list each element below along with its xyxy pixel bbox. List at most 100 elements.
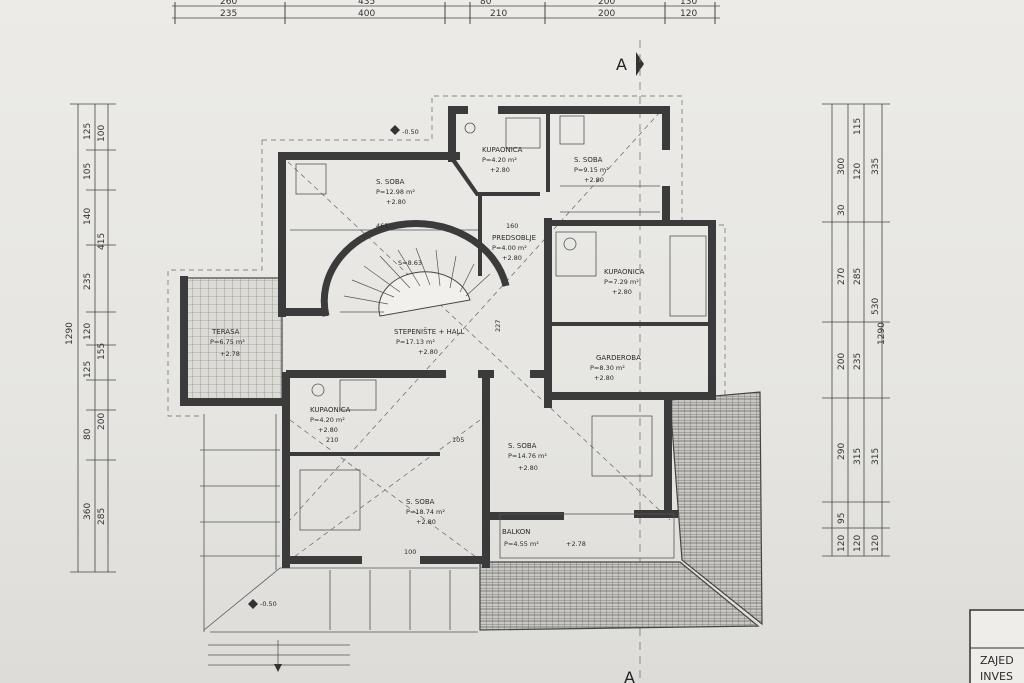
dim-top-1: 260 [220, 0, 237, 7]
dim-left-5: 120 [83, 323, 93, 340]
dim-top-2: 435 [358, 0, 375, 7]
dim-top-9: 200 [598, 9, 615, 19]
room-height: +2.80 [518, 464, 538, 472]
dim-left-12: 200 [97, 413, 107, 430]
dim-right-9: 120 [853, 163, 863, 180]
roof-ridges [287, 111, 671, 561]
dim-top-6: 235 [220, 9, 237, 19]
level-marks: -0.50 -0.50 [248, 125, 419, 609]
walls [180, 106, 716, 568]
top-dimension-lines: 260 435 80 200 130 235 400 210 200 120 [172, 0, 720, 24]
interior-dimensions: 465 160 227 105 100 210 [326, 222, 518, 556]
room-height: +2.80 [416, 518, 436, 526]
dim-top-3: 80 [480, 0, 492, 7]
room-garderoba: GARDEROBA P=8.30 m² +2.80 [590, 354, 641, 382]
room-height: +2.80 [612, 288, 632, 296]
dim-right-8: 115 [853, 118, 863, 135]
room-name: S. SOBA [508, 442, 537, 450]
section-label-bottom: A [624, 668, 635, 683]
room-hall: STEPENIŠTE + HALL P=17.13 m² +2.80 [394, 327, 464, 356]
dim-left-13: 285 [97, 508, 107, 525]
dim-left-11: 155 [97, 343, 107, 360]
dim-top-4: 200 [598, 0, 615, 7]
dim-left-9: 100 [97, 125, 107, 142]
room-name: STEPENIŠTE + HALL [394, 327, 464, 336]
dim-right-7: 120 [837, 535, 847, 552]
level-mark-bottom: -0.50 [260, 600, 277, 608]
dim-int-3: 227 [494, 320, 502, 332]
dim-right-5: 290 [837, 443, 847, 460]
dim-right-total: 1290 [877, 322, 887, 345]
roof-tiles [479, 391, 763, 631]
room-predsoblje: PREDSOBLJE P=4.00 m² +2.80 [492, 234, 536, 262]
room-name: TERASA [211, 328, 240, 336]
dim-int-2: 160 [506, 222, 518, 230]
dim-left-8: 360 [83, 503, 93, 520]
dim-int-1: 465 [376, 222, 388, 230]
room-height: +2.78 [220, 350, 240, 358]
room-name: KUPAONICA [604, 268, 645, 276]
title-block: ZAJED INVES [969, 609, 1024, 683]
stair-label: S=8.63 [398, 259, 422, 267]
room-kupaonica-right: KUPAONICA P=7.29 m² +2.80 [604, 268, 645, 296]
room-soba-top-left: S. SOBA P=12.98 m² +2.80 [376, 178, 415, 206]
right-dimension-lines: 300 30 270 200 290 95 120 115 120 285 23… [822, 103, 890, 557]
room-kupaonica-left: KUPAONICA P=4.20 m² +2.80 [310, 406, 351, 434]
room-area: P=9.15 m² [574, 166, 609, 174]
dim-top-10: 120 [680, 9, 697, 19]
room-area: P=7.29 m² [604, 278, 639, 286]
dim-right-4: 200 [837, 353, 847, 370]
room-kupaonica-top: KUPAONICA P=4.20 m² +2.80 [482, 146, 523, 174]
title-line-1: ZAJED [980, 654, 1014, 667]
dim-right-3: 270 [837, 268, 847, 285]
dim-top-7: 400 [358, 9, 375, 19]
level-mark-top: -0.50 [402, 128, 419, 136]
spiral-stair: S=8.63 [320, 220, 510, 317]
room-name: KUPAONICA [482, 146, 523, 154]
room-height: +2.80 [318, 426, 338, 434]
dim-left-4: 235 [83, 273, 93, 290]
dim-int-6: 210 [326, 436, 338, 444]
dim-left-total: 1290 [65, 322, 75, 345]
dim-right-10: 285 [853, 268, 863, 285]
dim-right-12: 315 [853, 448, 863, 465]
room-area: P=17.13 m² [396, 338, 435, 346]
room-area: P=14.76 m² [508, 452, 547, 460]
dim-right-14: 335 [871, 158, 881, 175]
roof-outline [167, 95, 726, 417]
room-soba-mid-right: S. SOBA P=14.76 m² +2.80 [508, 442, 547, 472]
room-balkon: BALKON P=4.55 m² +2.78 [502, 528, 586, 548]
room-area: P=4.00 m² [492, 244, 527, 252]
room-name: S. SOBA [574, 156, 603, 164]
room-soba-top-right: S. SOBA P=9.15 m² +2.80 [574, 156, 609, 184]
dim-left-6: 125 [83, 361, 93, 378]
room-area: P=12.98 m² [376, 188, 415, 196]
dim-int-5: 100 [404, 548, 416, 556]
room-terasa: TERASA P=6.75 m² +2.78 [210, 328, 245, 358]
title-line-2: INVES [980, 670, 1013, 683]
dim-right-1: 300 [837, 158, 847, 175]
dim-right-16: 315 [871, 448, 881, 465]
interior-details [290, 115, 707, 559]
room-height: +2.80 [386, 198, 406, 206]
room-height: +2.80 [418, 348, 438, 356]
room-name: PREDSOBLJE [492, 234, 536, 242]
dim-left-3: 140 [83, 208, 93, 225]
room-height: +2.80 [490, 166, 510, 174]
dim-right-6: 95 [837, 513, 847, 524]
section-mark-bottom: A [624, 668, 635, 683]
dim-right-2: 30 [837, 204, 847, 216]
room-name: S. SOBA [406, 498, 435, 506]
room-area: P=4.20 m² [482, 156, 517, 164]
dim-left-1: 125 [83, 123, 93, 140]
dim-left-7: 80 [83, 428, 93, 440]
dim-int-4: 105 [452, 436, 464, 444]
pergola [200, 414, 478, 672]
room-height: +2.80 [502, 254, 522, 262]
dim-right-17: 120 [871, 535, 881, 552]
dim-top-8: 210 [490, 9, 507, 19]
room-area: P=4.55 m² [504, 540, 539, 548]
room-soba-bottom: S. SOBA P=18.74 m² +2.80 [406, 498, 445, 526]
dim-left-10: 415 [97, 233, 107, 250]
